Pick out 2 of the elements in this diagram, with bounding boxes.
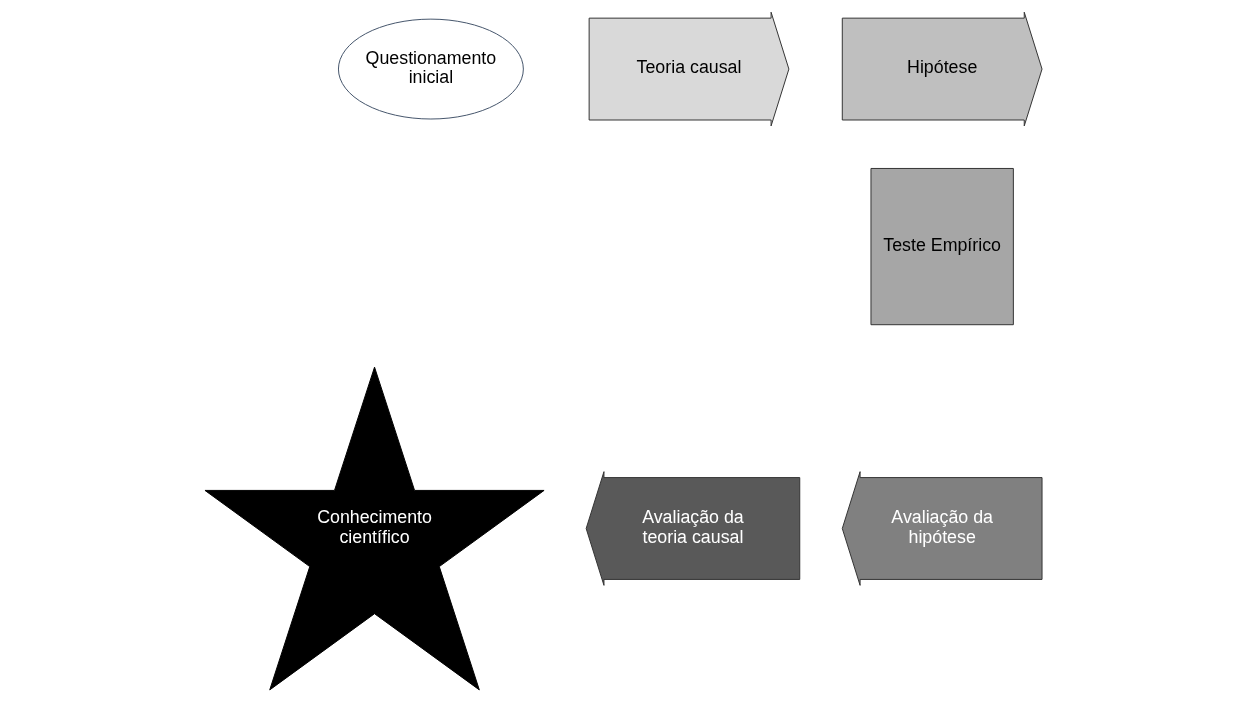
node-ellipse: Questionamento inicial bbox=[337, 18, 524, 120]
node-box: Teste Empírico bbox=[870, 167, 1014, 326]
